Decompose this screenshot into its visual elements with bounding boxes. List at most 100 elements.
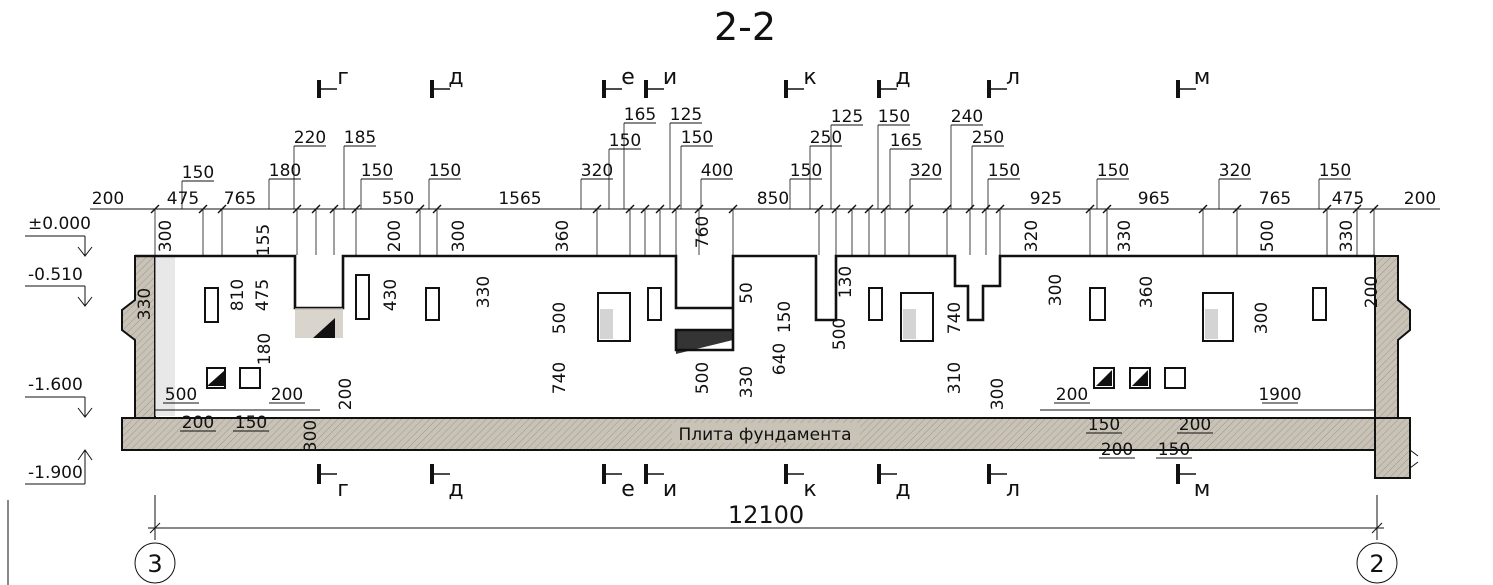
dim-chain-label: 475: [167, 189, 199, 209]
dim-upper-label: 150: [1319, 161, 1351, 181]
section-mark-letter: л: [1006, 477, 1020, 502]
dim-vertical-label: 330: [1337, 220, 1357, 252]
dim-bottom-left-label: 150: [235, 413, 267, 433]
dim-vertical-label: 330: [474, 276, 494, 308]
dim-vertical-label: 300: [988, 378, 1008, 410]
dim-vertical-label: 330: [1115, 220, 1135, 252]
section-mark: к: [784, 464, 817, 502]
dim-vertical-label: 500: [1258, 220, 1278, 252]
dim-chain-label: 965: [1138, 189, 1170, 209]
dim-vertical-label: 500: [830, 318, 850, 350]
section-mark-letter: д: [895, 65, 910, 90]
dim-bottom-right-label: 200: [1056, 385, 1088, 405]
dim-chain-label: 925: [1030, 189, 1062, 209]
overall-dimension: [7, 495, 1384, 585]
section-mark: д: [430, 464, 464, 502]
section-mark-letter: д: [448, 477, 463, 502]
section-mark: м: [1176, 464, 1211, 502]
dim-bottom-right-label: 200: [1101, 440, 1133, 460]
section-mark-letter: е: [621, 477, 635, 502]
section-mark: д: [430, 65, 464, 98]
axis-2-bubble: [1356, 542, 1398, 584]
dim-chain-label: 765: [1259, 189, 1291, 209]
dim-vertical-label: 150: [775, 301, 795, 333]
section-mark: е: [602, 65, 635, 98]
dim-chain-label: 1565: [498, 189, 541, 209]
wall-right: [1374, 255, 1411, 419]
dim-vertical-label: 155: [254, 224, 274, 256]
section-mark: к: [784, 65, 817, 98]
dim-upper-label: 150: [1097, 161, 1129, 181]
dim-bottom-right-label: 1900: [1258, 385, 1301, 405]
dim-upper-label: 400: [701, 161, 733, 181]
section-mark-letter: и: [663, 477, 677, 502]
dim-vertical-label: 360: [1137, 276, 1157, 308]
dim-vertical-label: 310: [945, 362, 965, 394]
dim-vertical-label: 300: [1252, 302, 1272, 334]
dim-vertical-label: 740: [550, 362, 570, 394]
section-mark-letter: г: [337, 65, 349, 90]
level-1: -0.510: [28, 265, 83, 285]
section-mark-letter: г: [337, 477, 349, 502]
dim-upper-label: 250: [810, 128, 842, 148]
dim-chain-label: 475: [1332, 189, 1364, 209]
section-mark: и: [644, 464, 677, 502]
openings: [204, 274, 1327, 389]
dim-upper-label: 150: [681, 128, 713, 148]
dim-chain-label: 200: [92, 189, 124, 209]
dim-upper-label: 150: [988, 161, 1020, 181]
level-2: -1.600: [28, 375, 83, 395]
dim-vertical-label: 500: [693, 362, 713, 394]
dim-upper-label: 165: [890, 131, 922, 151]
slab-profile: [135, 254, 1375, 352]
dim-vertical-label: 500: [550, 302, 570, 334]
dim-upper-label: 320: [1219, 161, 1251, 181]
section-mark: е: [602, 464, 635, 502]
dim-vertical-label: 300: [156, 220, 176, 252]
dim-vertical-label: 320: [1022, 220, 1042, 252]
section-mark: и: [644, 65, 677, 98]
dim-vertical-label: 50: [737, 282, 757, 304]
section-mark: м: [1176, 65, 1210, 98]
dim-bottom-right-label: 200: [1179, 415, 1211, 435]
dim-upper-label: 220: [294, 128, 326, 148]
overall-dimension-label: 12100: [728, 501, 804, 529]
dim-vertical-label: 200: [336, 378, 356, 410]
dim-upper-label: 150: [609, 131, 641, 151]
section-mark: г: [317, 464, 349, 502]
dim-bottom-left-label: 200: [271, 385, 303, 405]
dim-vertical-label: 330: [135, 288, 155, 320]
dim-upper-label: 150: [361, 161, 393, 181]
dim-upper-label: 180: [269, 161, 301, 181]
level-marks: [25, 235, 93, 485]
level-0: ±0.000: [28, 214, 91, 234]
section-mark-letter: д: [895, 477, 910, 502]
section-mark-letter: и: [663, 65, 677, 90]
section-mark-letter: м: [1194, 477, 1211, 502]
axis-2-label: 2: [1369, 550, 1384, 578]
dim-upper-label: 240: [951, 107, 983, 127]
dim-chain-label: 765: [224, 189, 256, 209]
section-mark-letter: л: [1006, 65, 1020, 90]
dim-chain-label: 850: [757, 189, 789, 209]
dim-upper-label: 150: [429, 161, 461, 181]
dim-chain-label: 200: [1404, 189, 1436, 209]
dim-vertical-label: 300: [449, 220, 469, 252]
dim-vertical-label: 200: [1362, 276, 1382, 308]
dim-vertical-label: 330: [737, 366, 757, 398]
dim-bottom-right-label: 150: [1158, 440, 1190, 460]
dim-vertical-label: 760: [693, 216, 713, 248]
section-mark: л: [987, 464, 1020, 502]
dim-vertical-label: 300: [1046, 274, 1066, 306]
section-mark-letter: е: [621, 65, 635, 90]
foundation-slab: Плита фундамента: [121, 417, 1419, 479]
wall-left: [121, 255, 175, 419]
dim-upper-label: 320: [910, 161, 942, 181]
dim-vertical-label: 180: [255, 333, 275, 365]
dim-vertical-label: 130: [836, 266, 856, 298]
level-3: -1.900: [28, 463, 83, 483]
